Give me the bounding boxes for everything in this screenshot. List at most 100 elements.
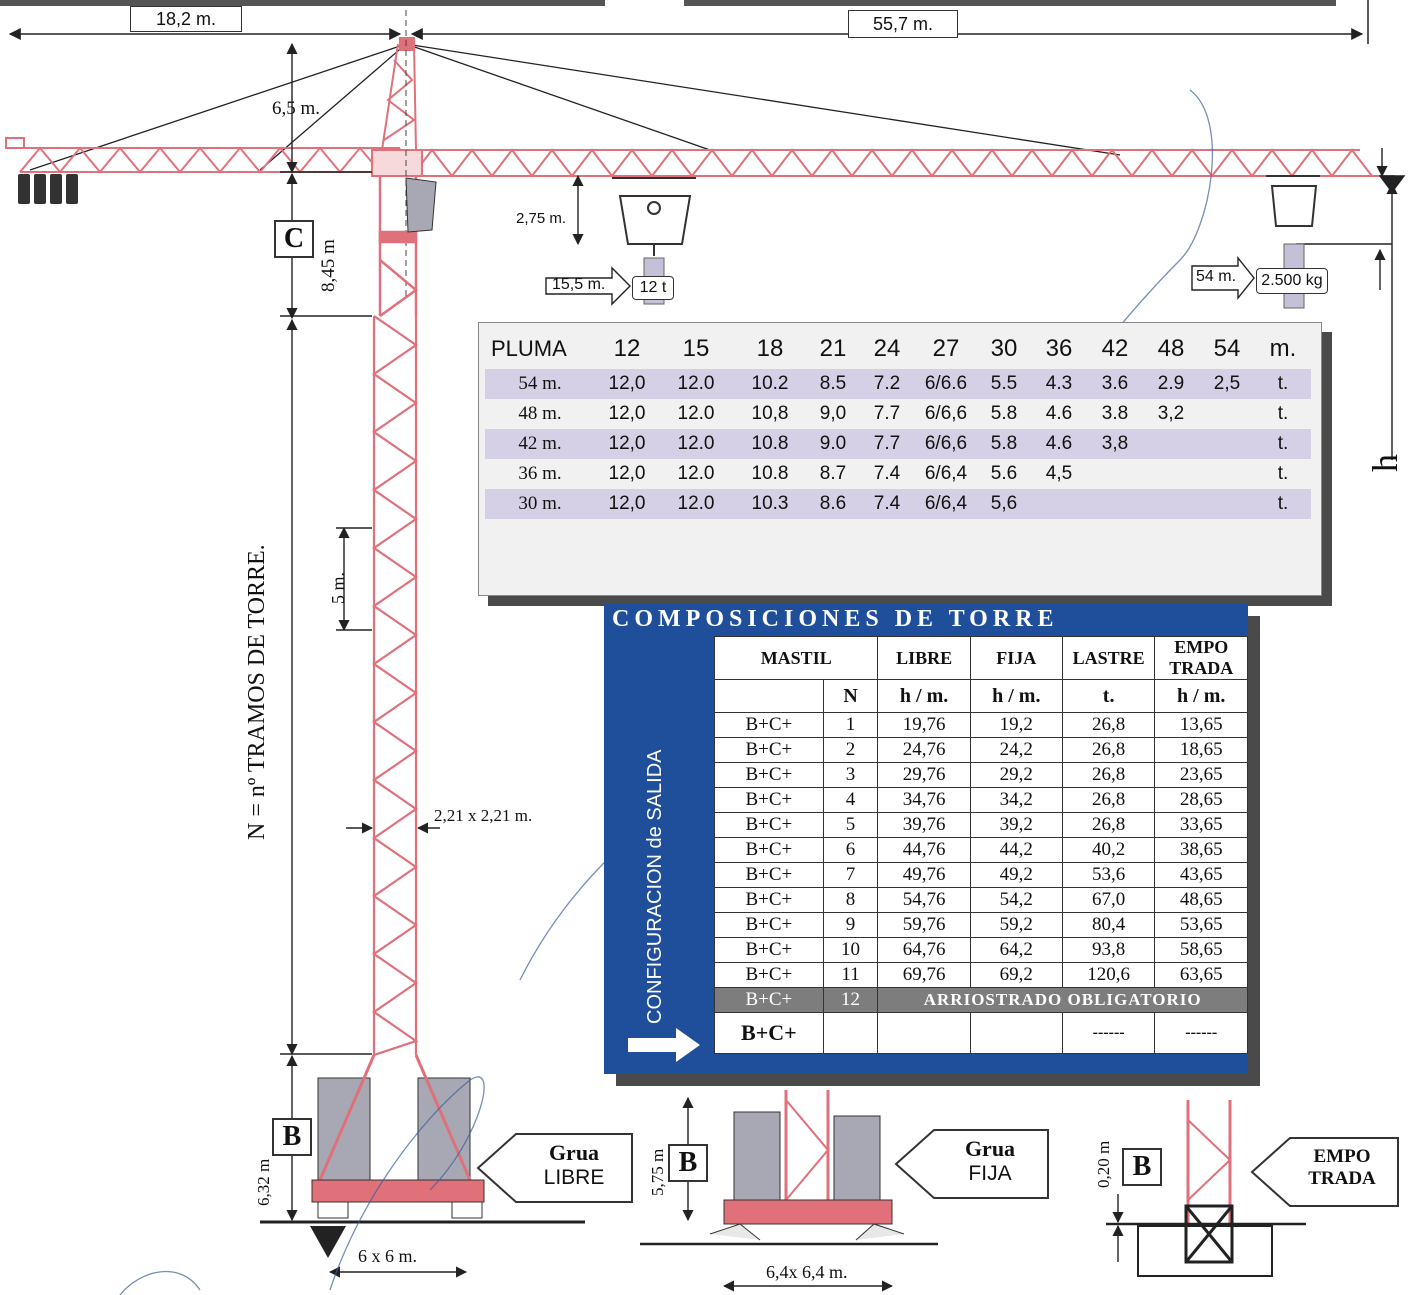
- n-cell: 11: [822, 962, 879, 988]
- load-cell: 8.6: [807, 489, 859, 519]
- libre-header: LIBRE: [877, 636, 971, 680]
- unit-cell: t.: [1255, 369, 1311, 399]
- tower-composition-panel: COMPOSICIONES DE TORRE CONFIGURACION de …: [604, 604, 1248, 1074]
- load-header-cell: 15: [682, 335, 710, 362]
- tower-sections-label: N = nº TRAMOS DE TORRE.: [244, 544, 270, 840]
- load-cell: [1031, 489, 1087, 519]
- n-cell: 8: [822, 887, 879, 913]
- empotrada-cell: 18,65: [1154, 737, 1248, 763]
- load-cell: 4,5: [1045, 463, 1073, 484]
- composition-row-braced: B+C+ 12 ARRIOSTRADO OBLIGATORIO: [714, 987, 1248, 1013]
- load-cell: 10.2: [733, 369, 807, 399]
- empotrada-cell: 58,65: [1154, 937, 1248, 963]
- base-free-height-label: 6,32 m: [254, 1158, 273, 1206]
- empotrada-cell: 13,65: [1154, 712, 1248, 738]
- fija-cell: 49,2: [969, 862, 1063, 888]
- base-free: [260, 1054, 585, 1258]
- jib-length-cell: 36 m.: [518, 463, 562, 484]
- lastre-cell: 26,8: [1061, 737, 1156, 763]
- arriostrado-notice: ARRIOSTRADO OBLIGATORIO: [877, 987, 1248, 1013]
- empotrada-cell: 43,65: [1154, 862, 1248, 888]
- base-fixed-height-label: 5,75 m: [648, 1148, 667, 1196]
- load-cell: 12.0: [677, 403, 715, 424]
- load-header-cell: 27: [932, 335, 960, 362]
- load-cell: 12.0: [659, 369, 733, 399]
- fija-unit: h / m.: [969, 679, 1063, 713]
- libre-cell: 54,76: [877, 887, 971, 913]
- libre-cell: 34,76: [877, 787, 971, 813]
- config-side-label: CONFIGURACION de SALIDA: [644, 749, 666, 1024]
- empotrada-cell: 38,65: [1154, 837, 1248, 863]
- mastil-cell: B+C+: [714, 862, 824, 888]
- load-header-cell: 30: [990, 335, 1018, 362]
- load-cell: 10.8: [733, 429, 807, 459]
- near-radius-label: 15,5 m.: [552, 276, 606, 293]
- load-header-cell: 42: [1101, 335, 1129, 362]
- lastre-cell: 67,0: [1061, 887, 1156, 913]
- n-cell: 6: [822, 837, 879, 863]
- empotrada-unit: h / m.: [1154, 679, 1248, 713]
- near-load-label: 12 t: [632, 276, 674, 300]
- lastre-cell: 53,6: [1061, 862, 1156, 888]
- jib-length-cell: 30 m.: [485, 489, 595, 519]
- load-cell: 8.7: [819, 463, 847, 484]
- c-section-letter: C: [274, 220, 314, 258]
- load-cell: 3.8: [1101, 403, 1129, 424]
- lastre-cell: 26,8: [1061, 787, 1156, 813]
- n-cell: 5: [822, 812, 879, 838]
- load-header-cell: 24: [873, 335, 901, 362]
- libre-unit: h / m.: [877, 679, 971, 713]
- mast: [372, 315, 419, 1057]
- load-header-cell: 12: [613, 335, 641, 362]
- unit-cell: t.: [1255, 429, 1311, 459]
- load-cell: [1087, 489, 1143, 519]
- load-header-cell: 48: [1157, 335, 1185, 362]
- empotrada-cell: 23,65: [1154, 762, 1248, 788]
- load-cell: 4.6: [1031, 429, 1087, 459]
- n-cell: [822, 1012, 879, 1054]
- counterweights: [18, 174, 78, 204]
- load-cell: 5.5: [977, 369, 1031, 399]
- counter-jib: [19, 146, 401, 174]
- load-cell: [1199, 399, 1255, 429]
- mast-size-label: 2,21 x 2,21 m.: [434, 806, 533, 825]
- fija-cell: 39,2: [969, 812, 1063, 838]
- load-header-cell: 36: [1045, 335, 1073, 362]
- base-embedded-height-label: 0,20 m: [1094, 1140, 1113, 1188]
- empotrada-cell: 48,65: [1154, 887, 1248, 913]
- load-cell: 3,2: [1157, 403, 1185, 424]
- load-cell: 7.2: [859, 369, 915, 399]
- lastre-cell: 40,2: [1061, 837, 1156, 863]
- callout-fija-line2: FIJA: [968, 1162, 1012, 1185]
- lastre-header: LASTRE: [1061, 636, 1156, 680]
- load-cell: 12.0: [677, 463, 715, 484]
- load-cell: 7.7: [873, 403, 901, 424]
- load-cell: 6/6,4: [924, 463, 968, 484]
- mastil-cell: B+C+: [714, 912, 824, 938]
- load-cell: 7.4: [859, 489, 915, 519]
- lastre-cell: 93,8: [1061, 937, 1156, 963]
- callout-fija-line1: Grua: [964, 1136, 1016, 1161]
- n-cell: 3: [822, 762, 879, 788]
- fija-cell: 59,2: [969, 912, 1063, 938]
- load-cell: [1199, 429, 1255, 459]
- load-table-row: 36 m. 12,0 12.0 10.8 8.7 7.4 6/6,4 5.6 4…: [485, 459, 1311, 489]
- load-cell: 12,0: [608, 463, 646, 484]
- load-cell: 12,0: [608, 403, 646, 424]
- n-cell: 7: [822, 862, 879, 888]
- composition-title: COMPOSICIONES DE TORRE: [612, 606, 1059, 632]
- libre-cell: 69,76: [877, 962, 971, 988]
- load-cell: 6/6.6: [915, 369, 977, 399]
- load-cell: 8.5: [807, 369, 859, 399]
- empotrada-cell: 63,65: [1154, 962, 1248, 988]
- empty-subheader: [714, 679, 824, 713]
- libre-cell: 39,76: [877, 812, 971, 838]
- c-section: [378, 176, 419, 318]
